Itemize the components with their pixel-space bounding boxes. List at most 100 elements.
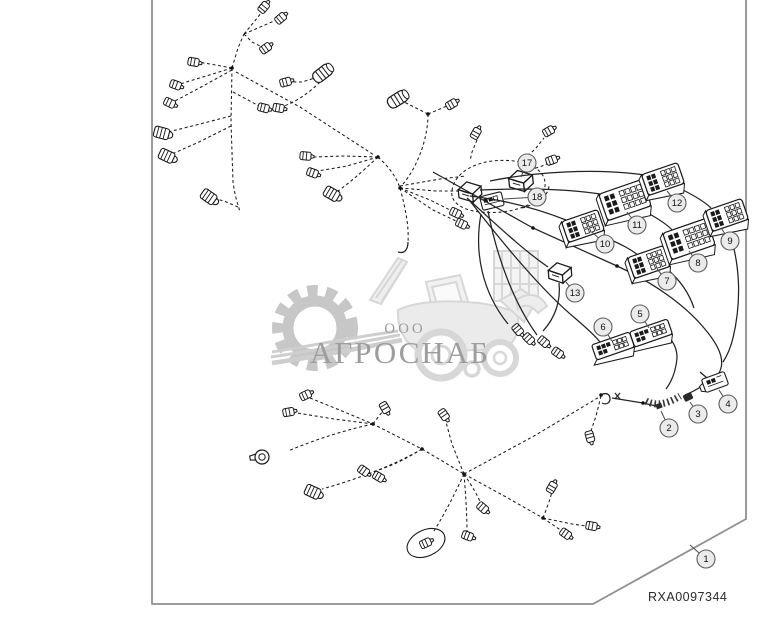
- callout-number: 2: [666, 423, 671, 434]
- part-number-label: RXA0097344: [648, 590, 727, 604]
- callout-number: 13: [570, 288, 581, 299]
- connector-icon: [281, 406, 299, 418]
- callout-circle: [667, 193, 687, 213]
- connector-icon: [321, 184, 345, 205]
- connector-icon: [584, 429, 597, 447]
- callout-18: 18: [503, 187, 547, 207]
- callout-number: 10: [600, 239, 611, 250]
- connector-icon: [302, 483, 326, 503]
- wire-path: [427, 105, 448, 115]
- connector-icon: [198, 187, 222, 209]
- callout-circle: [659, 418, 679, 438]
- connector-icon: [544, 153, 562, 167]
- wire-path: [466, 197, 549, 268]
- wire-path: [197, 61, 233, 69]
- callout-1: 1: [689, 544, 716, 569]
- wire-path: [469, 195, 567, 221]
- connector-icon: [448, 206, 466, 221]
- connector-icon: [469, 123, 484, 141]
- callout-5: 5: [630, 304, 650, 329]
- callout-circle: [627, 215, 647, 235]
- connector-icon: [436, 407, 453, 425]
- wire-path: [445, 421, 465, 475]
- callout-number: 8: [695, 258, 700, 269]
- wire-path: [371, 448, 423, 473]
- connector-icon: [162, 96, 180, 111]
- watermark-company-prefix: ООО: [384, 321, 426, 337]
- connector-icon: [168, 78, 186, 92]
- callout-number: 18: [532, 192, 543, 203]
- wire-path: [451, 159, 546, 213]
- connector-icon: [305, 166, 323, 180]
- callout-circle: [565, 283, 585, 303]
- callout-number: 7: [664, 276, 669, 287]
- connector-icon: [186, 56, 204, 68]
- wire-path: [542, 517, 563, 532]
- connector-icon: [371, 470, 389, 485]
- callout-circle: [595, 234, 615, 254]
- wire-path: [313, 155, 379, 158]
- wire-path: [317, 156, 379, 172]
- connector-3-icon: [682, 392, 694, 402]
- connector-icon: [550, 345, 568, 362]
- connector-icon: [271, 102, 289, 114]
- corrugated-tube: [644, 393, 682, 408]
- wire-path: [399, 187, 409, 243]
- connector-icon: [384, 87, 412, 111]
- junction-dots: [230, 66, 645, 520]
- callout-6: 6: [593, 317, 613, 342]
- wire-path: [232, 91, 260, 107]
- connector-icon: [356, 463, 374, 480]
- callout-number: 1: [703, 554, 708, 565]
- connector-icon: [278, 75, 296, 88]
- callout-number: 11: [632, 220, 642, 231]
- callout-circle: [688, 253, 708, 273]
- wire-path: [463, 395, 602, 475]
- callout-2: 2: [659, 410, 679, 438]
- connector-icon: [558, 526, 576, 543]
- callout-number: 6: [600, 322, 605, 333]
- wire-path: [243, 20, 275, 35]
- wire-path: [377, 156, 401, 189]
- connector-icon: [258, 39, 276, 56]
- wire-path: [722, 227, 740, 363]
- wire-path: [463, 473, 544, 519]
- callout-circle: [718, 394, 738, 414]
- wire-path: [399, 175, 467, 187]
- wire-path: [243, 11, 263, 35]
- connector-icon: [273, 9, 291, 26]
- callout-17: 17: [517, 153, 537, 178]
- connector-icon: [248, 448, 271, 467]
- callout-number: 12: [672, 198, 683, 209]
- wire-path: [542, 517, 587, 527]
- wire-path: [403, 101, 429, 115]
- callout-circle: [517, 153, 537, 173]
- connector-13-icon: [547, 261, 573, 285]
- connector-icon: [444, 96, 462, 111]
- wire-path: [283, 81, 321, 107]
- wire-path: [433, 473, 465, 532]
- connector-icon: [541, 123, 559, 138]
- connector-icon: [584, 520, 602, 532]
- connector-icon: [521, 331, 538, 348]
- wire-path: [489, 170, 646, 182]
- wire-path: [337, 156, 379, 192]
- wire-path: [469, 200, 601, 343]
- callout-number: 9: [727, 236, 732, 247]
- wire-path: [372, 410, 384, 425]
- callout-circle: [688, 404, 708, 424]
- watermark: ООО АГРОСНАБ: [270, 250, 549, 382]
- wire-path: [399, 187, 457, 222]
- callout-number: 5: [637, 309, 642, 320]
- wire-path: [399, 187, 451, 211]
- connector-icon: [310, 60, 337, 86]
- wire-path: [542, 282, 561, 332]
- connector-icon: [545, 477, 560, 495]
- callout-number: 4: [725, 399, 730, 410]
- wire-path: [600, 393, 611, 405]
- callout-9: 9: [720, 227, 740, 251]
- clip-2-icon: [655, 402, 663, 410]
